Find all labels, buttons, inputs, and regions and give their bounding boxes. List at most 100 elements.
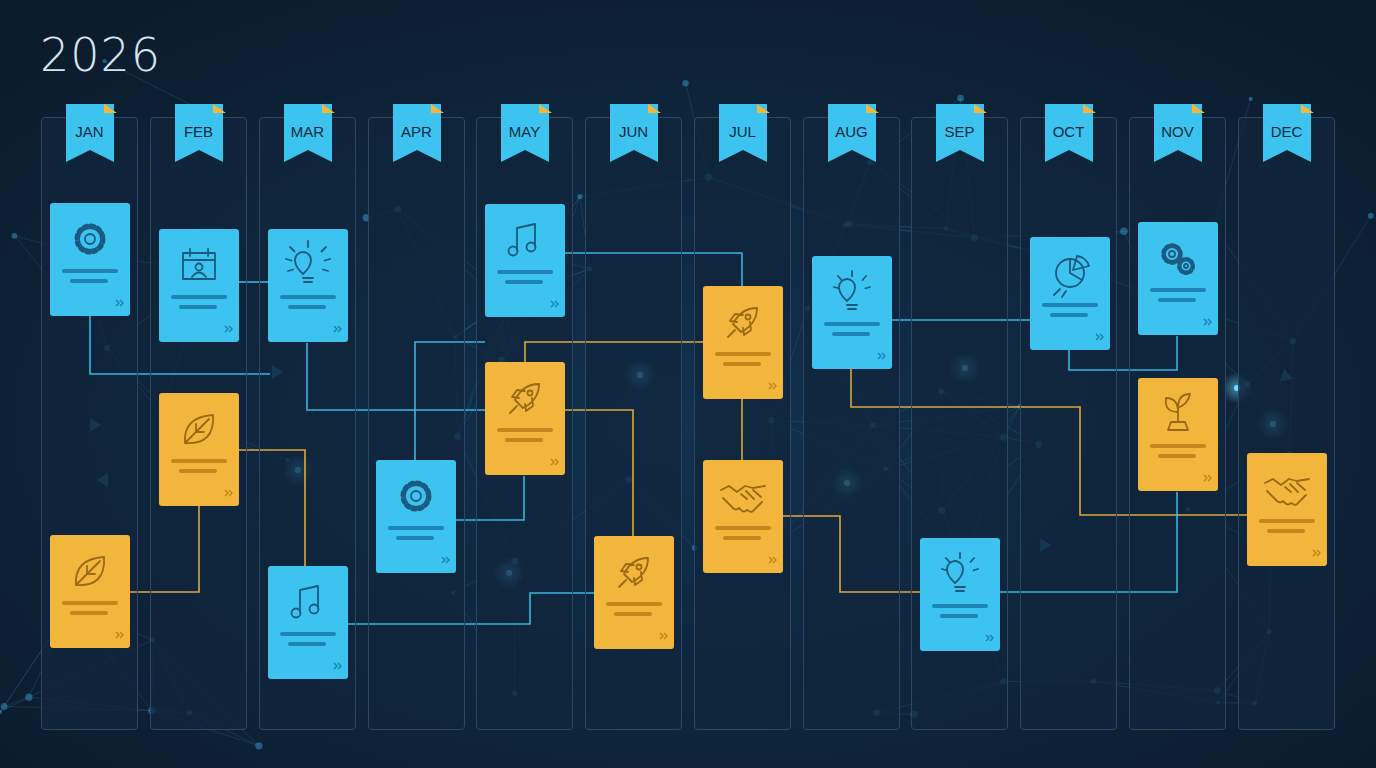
- month-column-fill: [1020, 117, 1117, 730]
- card-chevron: [1204, 475, 1211, 481]
- timeline-card: [485, 204, 565, 317]
- card-bar: [1150, 444, 1206, 448]
- month-ribbon: DEC: [1263, 104, 1311, 162]
- hands-icon: [1265, 479, 1309, 505]
- pie-icon: [1054, 256, 1089, 297]
- network-dot: [1368, 213, 1374, 219]
- month-label: SEP: [936, 104, 984, 140]
- month-label: APR: [393, 104, 441, 140]
- card-bar: [171, 459, 227, 463]
- network-dot: [1120, 228, 1128, 236]
- card-bar: [171, 295, 227, 299]
- network-texture: [0, 59, 1374, 750]
- month-column: NOV: [1129, 117, 1226, 730]
- month-ribbon: MAR: [284, 104, 332, 162]
- card-body: [485, 362, 565, 475]
- network-dot: [957, 95, 964, 102]
- card-body: [1030, 237, 1110, 350]
- card-body: [1138, 378, 1218, 491]
- card-body: [812, 256, 892, 369]
- card-bar: [1158, 454, 1196, 458]
- card-chevron: [660, 633, 667, 639]
- card-chevron: [225, 490, 232, 496]
- network-dot: [12, 233, 18, 239]
- card-body: [268, 566, 348, 679]
- timeline-card: [485, 362, 565, 475]
- card-bar: [614, 612, 652, 616]
- ribbon-fold: [539, 104, 552, 113]
- card-connector: [239, 450, 305, 566]
- card-bar: [179, 469, 217, 473]
- month-column-fill: [911, 117, 1008, 730]
- card-chevron: [225, 326, 232, 332]
- card-bar: [280, 295, 336, 299]
- card-chevron: [116, 632, 123, 638]
- card-body: [1138, 222, 1218, 335]
- month-label: AUG: [828, 104, 876, 140]
- timeline-card: [703, 460, 783, 573]
- month-column: AUG: [803, 117, 900, 730]
- hands-icon: [721, 486, 765, 512]
- card-connector: [415, 342, 485, 460]
- card-chevron: [769, 383, 776, 389]
- month-label: MAY: [501, 104, 549, 140]
- month-label: JAN: [66, 104, 114, 140]
- rocket-icon: [510, 384, 539, 413]
- timeline-card: [376, 460, 456, 573]
- month-label: OCT: [1045, 104, 1093, 140]
- network-dot: [1, 703, 8, 710]
- card-bar: [280, 632, 336, 636]
- card-bar: [723, 362, 761, 366]
- card-body: [703, 460, 783, 573]
- month-column-fill: [476, 117, 573, 730]
- month-column-fill: [41, 117, 138, 730]
- card-body: [268, 229, 348, 342]
- card-bar: [1259, 519, 1315, 523]
- gear-icon: [403, 483, 430, 510]
- calendar-icon: [183, 249, 215, 279]
- card-bar: [723, 536, 761, 540]
- card-bar: [62, 269, 118, 273]
- month-ribbon: APR: [393, 104, 441, 162]
- month-ribbon: AUG: [828, 104, 876, 162]
- month-column-fill: [1238, 117, 1335, 730]
- ribbon-fold: [866, 104, 879, 113]
- card-body: [703, 286, 783, 399]
- card-chevron: [334, 326, 341, 332]
- card-body: [920, 538, 1000, 651]
- month-column-fill: [368, 117, 465, 730]
- card-bar: [932, 604, 988, 608]
- card-bar: [1042, 303, 1098, 307]
- card-body: [485, 204, 565, 317]
- network-line: [0, 697, 29, 712]
- timeline-card: [594, 536, 674, 649]
- timeline-card: [159, 229, 239, 342]
- month-label: JUN: [610, 104, 658, 140]
- card-chevron: [334, 663, 341, 669]
- card-connector: [239, 281, 268, 283]
- card-connector: [565, 253, 742, 286]
- ribbon-fold: [104, 104, 117, 113]
- month-column: DEC: [1238, 117, 1335, 730]
- month-column: JAN: [41, 117, 138, 730]
- card-chevron: [1313, 550, 1320, 556]
- timeline-card: [50, 535, 130, 648]
- month-label: NOV: [1154, 104, 1202, 140]
- timeline-card: [1138, 222, 1218, 335]
- timeline-card: [50, 203, 130, 316]
- rocket-icon: [619, 558, 648, 587]
- card-connector: [307, 343, 485, 410]
- gear-icon: [77, 226, 104, 253]
- card-connector: [456, 476, 524, 520]
- network-dot: [0, 710, 2, 714]
- month-label: DEC: [1263, 104, 1311, 140]
- card-bar: [497, 270, 553, 274]
- plant-icon: [1166, 394, 1190, 430]
- idea-icon: [286, 241, 330, 282]
- month-ribbon: JUL: [719, 104, 767, 162]
- card-body: [50, 535, 130, 648]
- ribbon-fold: [757, 104, 770, 113]
- month-column: JUN: [585, 117, 682, 730]
- ribbon-fold: [1192, 104, 1205, 113]
